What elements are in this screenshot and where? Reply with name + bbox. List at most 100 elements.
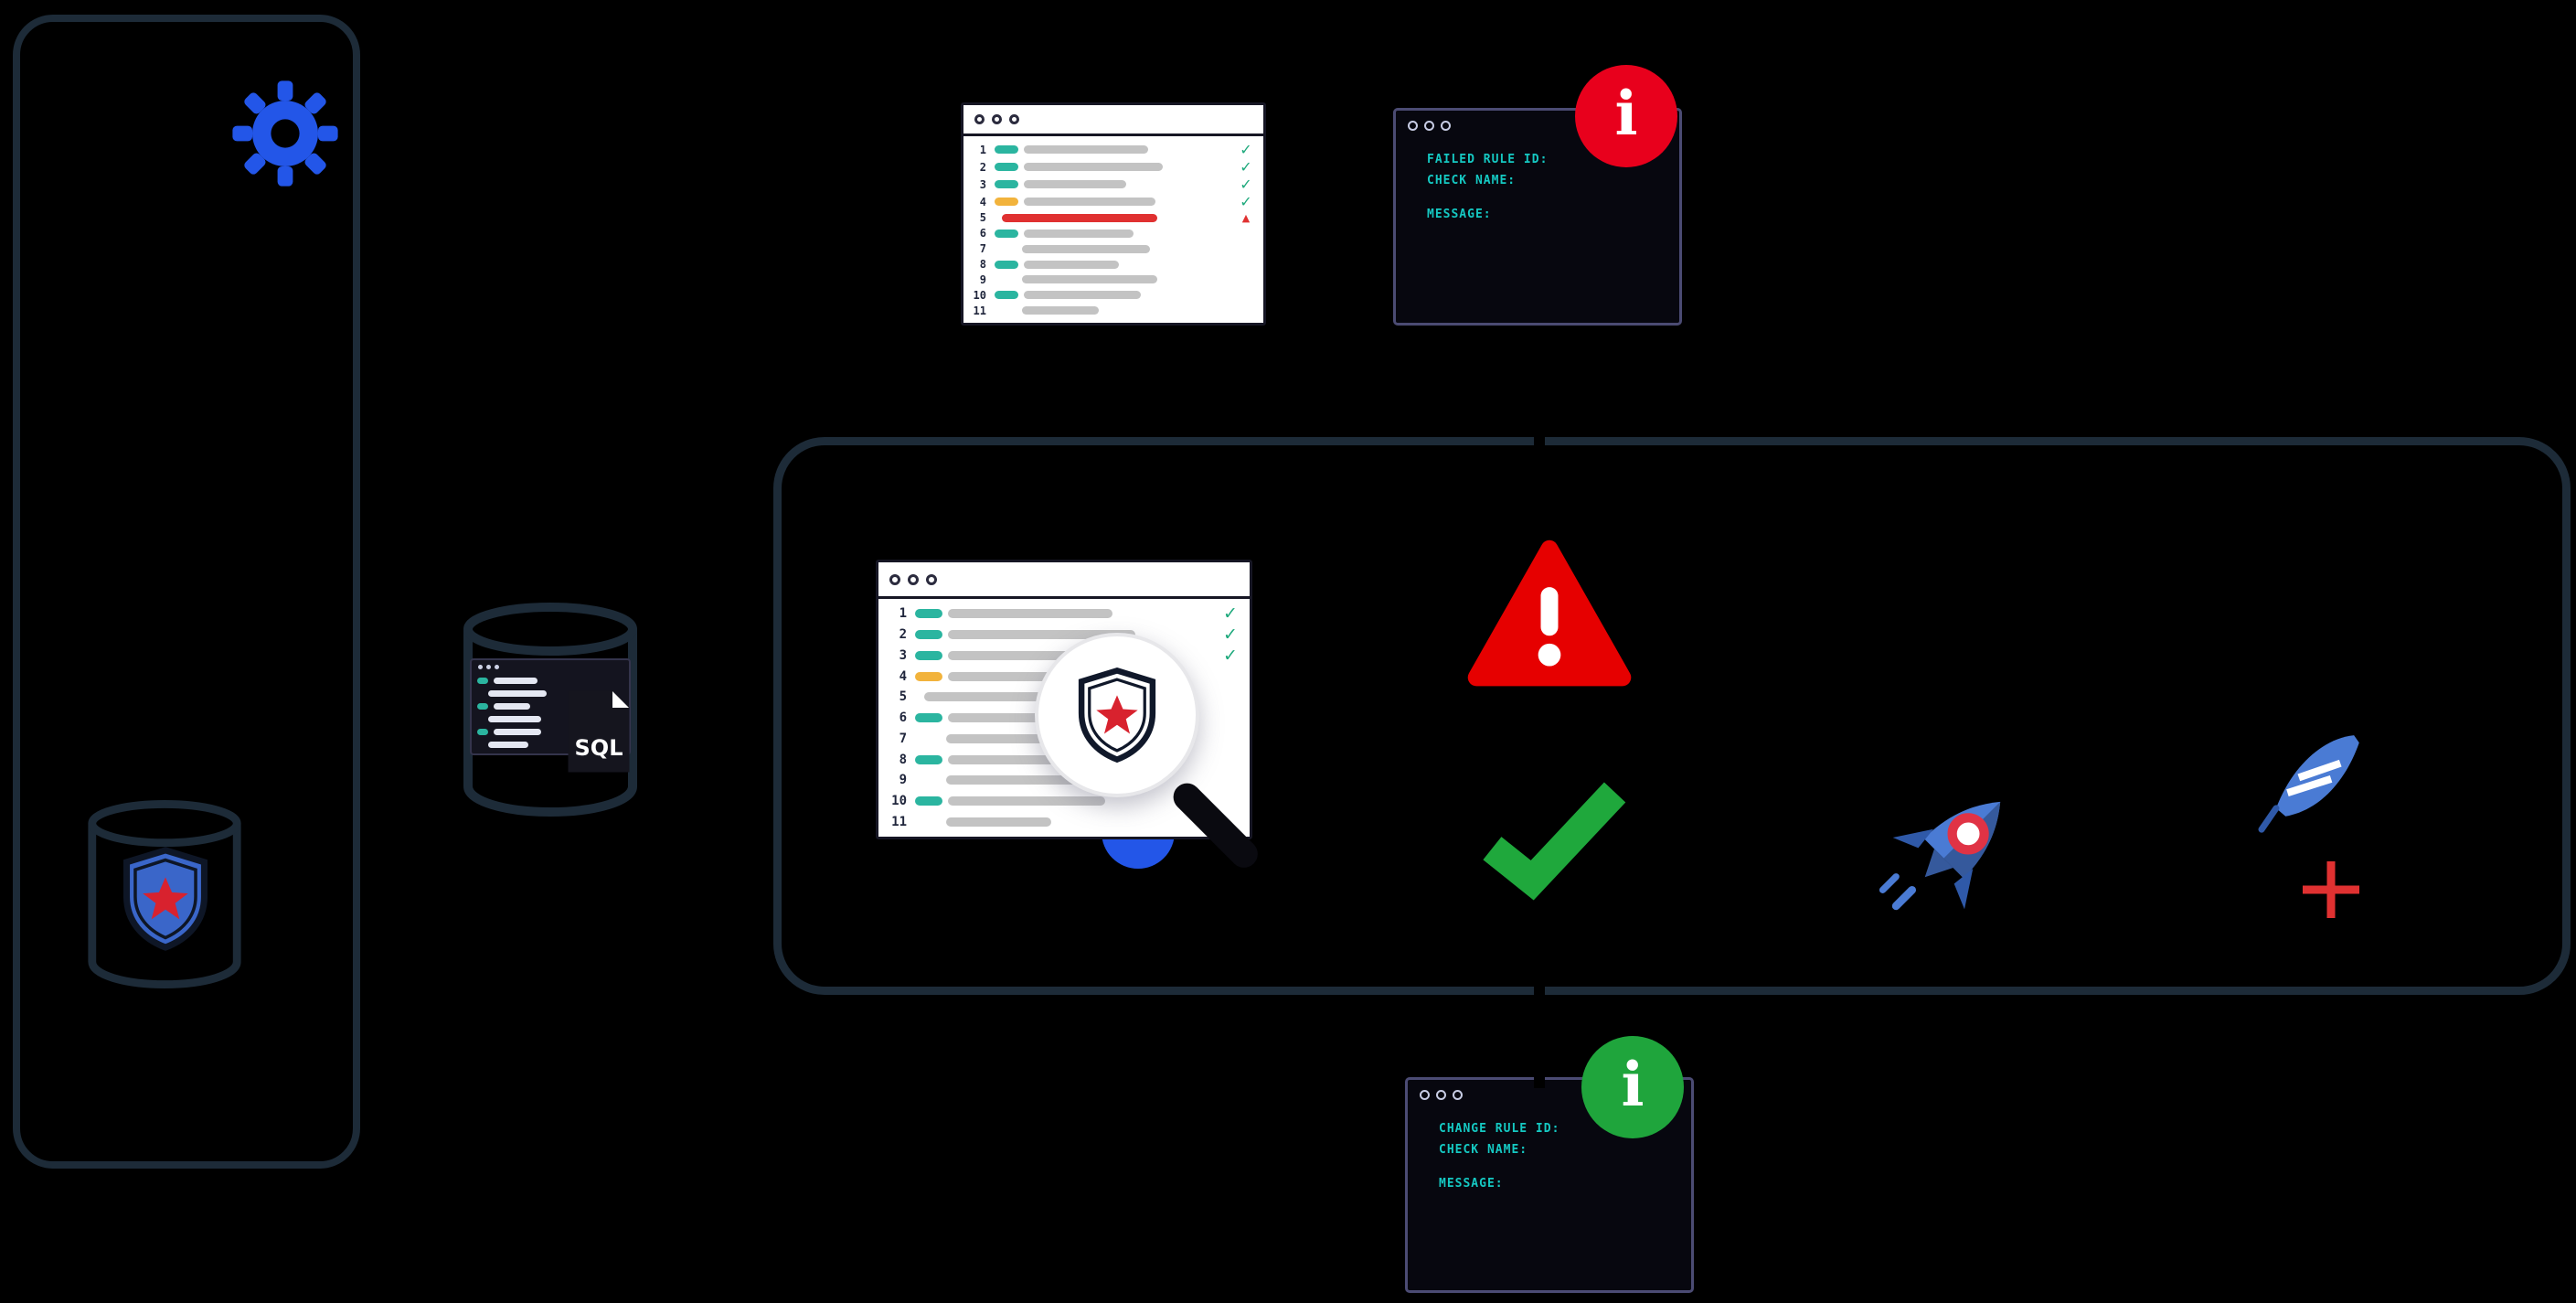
editor-row: 3✓ — [967, 176, 1258, 193]
editor-row: 7 — [967, 241, 1258, 257]
editor-row — [477, 738, 623, 751]
editor-row: 2✓ — [882, 625, 1244, 646]
line-content — [995, 163, 1234, 171]
editor-row: 6 — [882, 708, 1244, 729]
line-number: 11 — [973, 304, 986, 317]
code-line-bar — [924, 692, 1121, 702]
code-token-pill — [995, 291, 1018, 300]
code-line-bar — [948, 630, 1135, 640]
code-line-bar — [1002, 213, 1157, 222]
line-number: 7 — [979, 242, 986, 256]
line-number: 10 — [891, 793, 907, 808]
line-number: 3 — [899, 647, 907, 663]
mini-code-body — [472, 671, 629, 753]
code-token-pill — [995, 180, 1018, 188]
code-token-pill — [995, 260, 1018, 269]
code-line-bar — [494, 728, 541, 735]
line-content — [477, 677, 623, 684]
line-number: 1 — [979, 143, 986, 156]
code-token-pill — [915, 650, 942, 660]
line-number: 10 — [973, 288, 986, 302]
code-token-pill — [477, 728, 488, 735]
line-content — [995, 244, 1234, 253]
code-line-bar — [488, 741, 528, 748]
check-mark-icon: ✓ — [1223, 625, 1238, 646]
code-line-bar — [948, 796, 1105, 806]
code-line-bar — [946, 733, 1120, 743]
code-line-bar — [948, 650, 1085, 660]
code-token-pill — [915, 796, 942, 806]
code-line-bar — [948, 713, 1094, 723]
editor-row: 1✓ — [967, 141, 1258, 158]
terminal-line: CHECK NAME: — [1439, 1143, 1528, 1157]
terminal-line: CHECK NAME: — [1427, 174, 1517, 187]
line-content — [915, 630, 1217, 640]
editor-row: 7 — [882, 728, 1244, 749]
line-number: 9 — [899, 773, 907, 788]
code-token-pill — [995, 229, 1018, 238]
line-content — [477, 715, 623, 722]
code-line-bar — [488, 715, 541, 722]
window-dot — [1424, 121, 1434, 131]
info-glyph: i — [1621, 1049, 1645, 1120]
code-token-pill — [995, 145, 1018, 154]
editor-row: 11 — [882, 811, 1244, 832]
editor-row: 1✓ — [882, 603, 1244, 625]
editor-row: 9 — [967, 272, 1258, 287]
line-number: 6 — [979, 227, 986, 240]
error-mark-icon: ▲ — [1241, 211, 1251, 224]
window-dot — [1453, 1090, 1463, 1100]
editor-row — [477, 712, 623, 725]
code-token-pill — [995, 198, 1018, 206]
window-dot — [1441, 121, 1451, 131]
editor-row — [477, 674, 623, 687]
code-line-bar — [948, 609, 1112, 619]
gear-icon — [230, 79, 340, 188]
line-content — [915, 671, 1217, 681]
editor-row: 10 — [882, 791, 1244, 812]
code-line-bar — [946, 817, 1051, 827]
error-info-icon: i — [1575, 65, 1677, 167]
lint-process-container — [773, 437, 2571, 995]
terminal-line: MESSAGE: — [1427, 208, 1492, 221]
line-number: 6 — [899, 710, 907, 726]
line-content — [915, 713, 1217, 723]
code-token-pill — [915, 671, 942, 681]
window-dot — [889, 573, 900, 585]
terminal-success-window: CHANGE RULE ID: CHECK NAME: MESSAGE: i — [1405, 1036, 1694, 1293]
window-dot — [1408, 121, 1418, 131]
line-number: 8 — [899, 752, 907, 767]
terminal-line: CHANGE RULE ID: — [1439, 1122, 1560, 1136]
editor-titlebar — [963, 105, 1263, 136]
line-content — [995, 275, 1234, 284]
left-panel — [13, 15, 360, 1169]
line-number: 5 — [979, 211, 986, 225]
code-token-pill — [477, 702, 488, 710]
line-number: 4 — [979, 195, 986, 208]
mini-window-dots — [472, 660, 629, 671]
line-content — [477, 702, 623, 710]
editor-row: 3✓ — [882, 645, 1244, 666]
code-token-pill — [995, 163, 1018, 171]
editor-row: 6 — [967, 226, 1258, 241]
window-dot — [1420, 1090, 1430, 1100]
editor-row: 11 — [967, 303, 1258, 318]
editor-row: 4✓ — [967, 193, 1258, 210]
line-content — [477, 741, 623, 748]
database-with-badge — [84, 797, 245, 991]
connector-top — [1534, 384, 1545, 494]
editor-row — [477, 725, 623, 738]
code-line-bar — [494, 677, 538, 684]
window-dot — [974, 114, 985, 124]
police-badge-icon — [112, 845, 219, 953]
editor-row: 10 — [967, 287, 1258, 303]
warning-triangle-icon — [1463, 535, 1636, 695]
code-line-bar — [948, 754, 1076, 764]
rocket-icon — [1869, 773, 2029, 933]
line-number: 7 — [899, 731, 907, 746]
magnifier-lens — [1035, 633, 1199, 797]
code-token-pill — [915, 713, 942, 723]
